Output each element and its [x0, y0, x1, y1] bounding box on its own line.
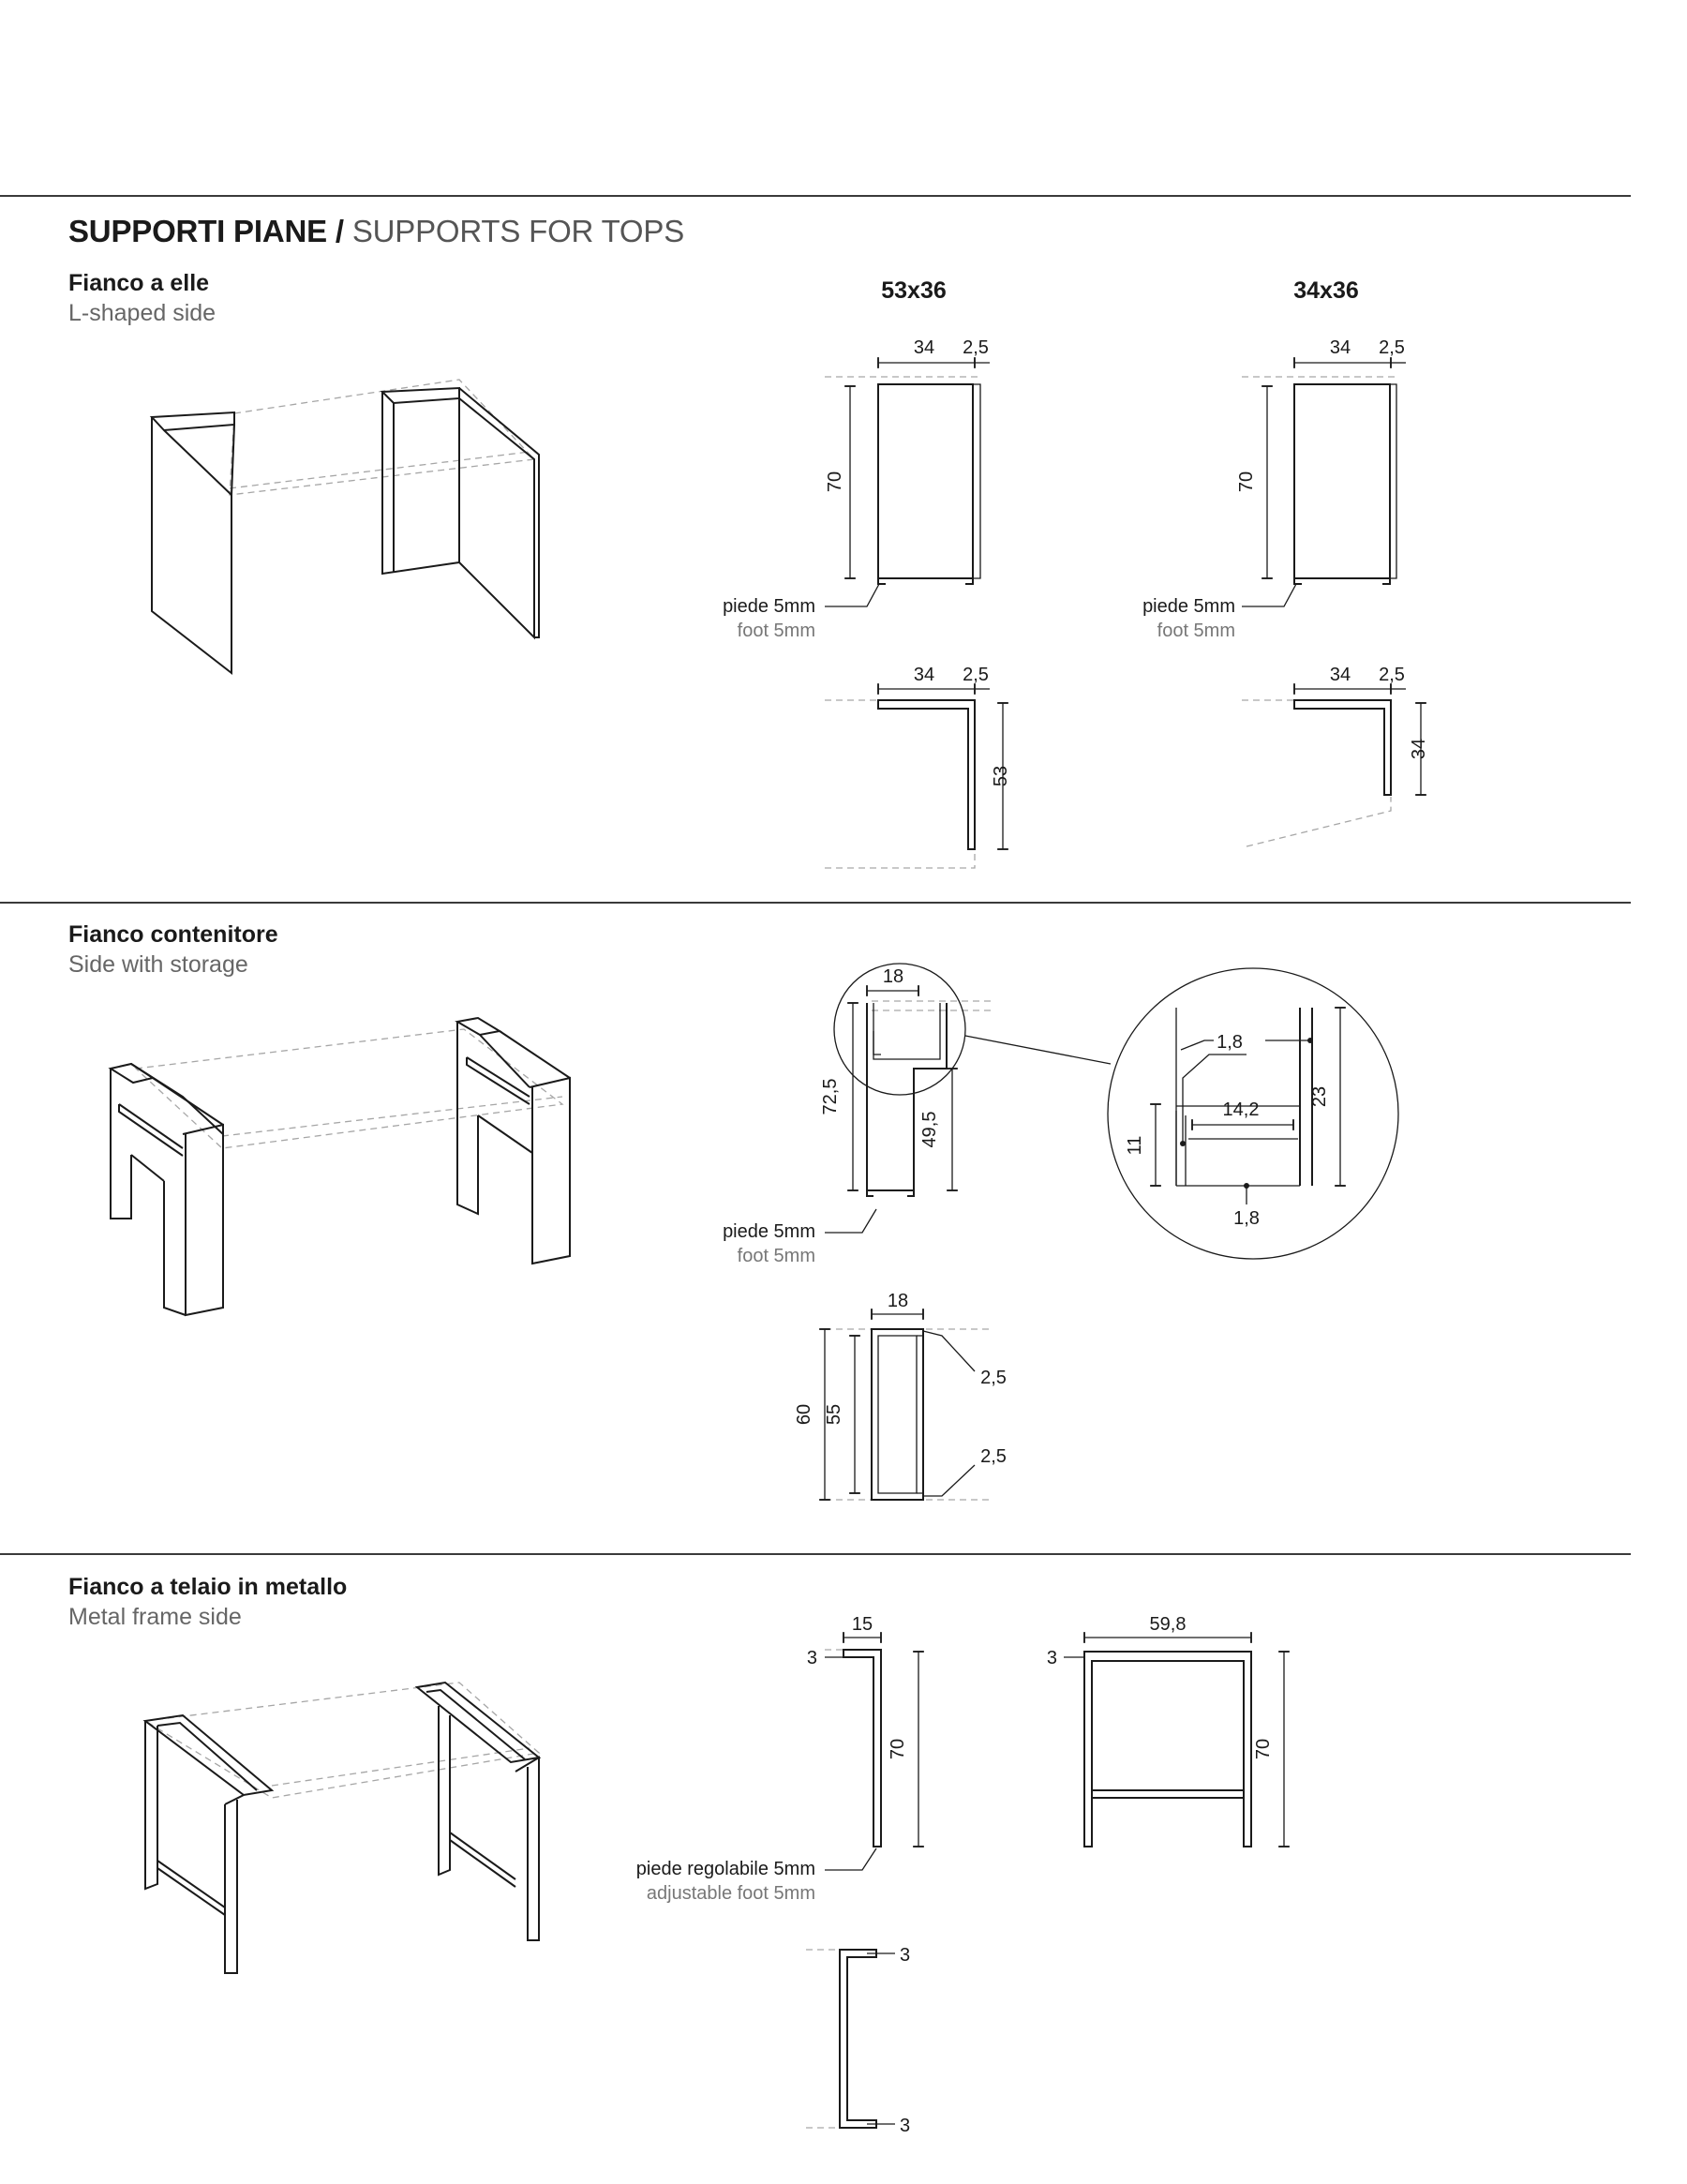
dim-detail-11: 11	[1125, 1136, 1145, 1156]
metal-frame-plan: 3 3	[806, 1945, 910, 2136]
section-subtitle-storage: Side with storage	[68, 951, 248, 978]
dim-frame-thickness-3c: 3	[900, 1945, 910, 1966]
variant-label-53x36: 53x36	[881, 277, 947, 304]
dim-plan-thickness-2-5: 2,5	[963, 665, 989, 685]
dim-plan-width-34-b: 34	[1330, 665, 1351, 685]
section-title-storage: Fianco contenitore	[68, 921, 278, 948]
dim-depth-34: 34	[1409, 739, 1429, 759]
dim-detail-1-8-bottom: 1,8	[1233, 1208, 1260, 1229]
section-title-metal-frame: Fianco a telaio in metallo	[68, 1574, 348, 1600]
dim-side-width-18: 18	[888, 1291, 908, 1311]
top-rule	[0, 195, 1631, 197]
storage-foot-label-en: foot 5mm	[738, 1246, 815, 1266]
storage-detail-magnified: 14,2 1,8 23 11 1,8	[1107, 967, 1399, 1260]
dim-detail-14-2: 14,2	[1223, 1099, 1260, 1120]
l-shaped-34x36-plan: 34 2,5 34	[1242, 665, 1429, 847]
dim-frame-width-59-8: 59,8	[1150, 1614, 1187, 1635]
section-divider-2	[0, 1553, 1631, 1555]
foot-label-en-b: foot 5mm	[1157, 621, 1235, 641]
dim-storage-height-49-5: 49,5	[919, 1112, 940, 1148]
dim-width-34: 34	[914, 337, 934, 358]
page-title-bold: SUPPORTI PIANE /	[68, 214, 344, 248]
l-shaped-34x36-front-elevation: 34 2,5 70 piede 5mm foot 5mm	[1142, 337, 1406, 641]
dim-width-34-b: 34	[1330, 337, 1351, 358]
detail-callout-circle-small	[833, 963, 966, 1096]
dim-frame-thickness-3b: 3	[1047, 1648, 1057, 1668]
storage-isometric-table	[108, 1016, 571, 1317]
storage-front-elevation: 18 72,5 49,5 piede 5mm foot 5mm	[723, 963, 1112, 1266]
dim-side-height-55: 55	[824, 1404, 844, 1425]
dim-side-thickness-top: 2,5	[980, 1368, 1007, 1388]
l-shaped-isometric-table	[149, 379, 540, 676]
dim-thickness-2-5: 2,5	[963, 337, 989, 358]
dim-frame-height-70a: 70	[888, 1739, 908, 1759]
metal-foot-label-en: adjustable foot 5mm	[647, 1883, 815, 1904]
metal-foot-label-it: piede regolabile 5mm	[636, 1859, 815, 1879]
dim-frame-thickness-3a: 3	[807, 1648, 817, 1668]
l-shaped-53x36-plan: 34 2,5 53	[825, 665, 1011, 869]
detail-callout-circle-large	[1107, 967, 1399, 1260]
foot-label-en: foot 5mm	[738, 621, 815, 641]
dim-side-height-60: 60	[794, 1404, 814, 1425]
dim-plan-width-34: 34	[914, 665, 934, 685]
dim-side-thickness-bottom: 2,5	[980, 1446, 1007, 1467]
section-divider-1	[0, 902, 1631, 904]
dim-frame-depth-15: 15	[852, 1614, 873, 1635]
page-title-light: SUPPORTS FOR TOPS	[351, 214, 685, 248]
storage-foot-label-it: piede 5mm	[723, 1221, 815, 1242]
dim-depth-53: 53	[991, 766, 1011, 786]
dim-frame-thickness-3d: 3	[900, 2116, 910, 2136]
dim-storage-width-18: 18	[883, 966, 903, 987]
dim-thickness-2-5-b: 2,5	[1379, 337, 1405, 358]
foot-label-it: piede 5mm	[723, 596, 815, 617]
metal-frame-front-elevation: 59,8 3 70	[1047, 1614, 1290, 1847]
dim-frame-height-70b: 70	[1253, 1739, 1274, 1759]
storage-side-elevation: 18 60 55 2,5 2,5	[794, 1291, 1007, 1501]
dim-detail-1-8-top: 1,8	[1217, 1032, 1243, 1053]
metal-frame-side-elevation: 15 3 70 piede regolabile 5mm adjustable …	[636, 1614, 924, 1904]
page-title: SUPPORTI PIANE / SUPPORTS FOR TOPS	[68, 214, 684, 249]
dim-detail-23: 23	[1309, 1086, 1330, 1107]
variant-label-34x36: 34x36	[1293, 277, 1359, 304]
section-title-l-shaped: Fianco a elle	[68, 270, 210, 296]
metal-frame-isometric-table	[142, 1681, 542, 1974]
section-subtitle-metal-frame: Metal frame side	[68, 1604, 242, 1630]
section-subtitle-l-shaped: L-shaped side	[68, 300, 216, 326]
foot-label-it-b: piede 5mm	[1142, 596, 1235, 617]
dim-height-70-b: 70	[1236, 471, 1257, 492]
l-shaped-53x36-front-elevation: 34 2,5 70 piede 5mm foot 5mm	[723, 337, 990, 641]
dim-plan-thickness-2-5-b: 2,5	[1379, 665, 1405, 685]
dim-storage-height-72-5: 72,5	[820, 1079, 841, 1115]
dim-height-70: 70	[825, 471, 845, 492]
